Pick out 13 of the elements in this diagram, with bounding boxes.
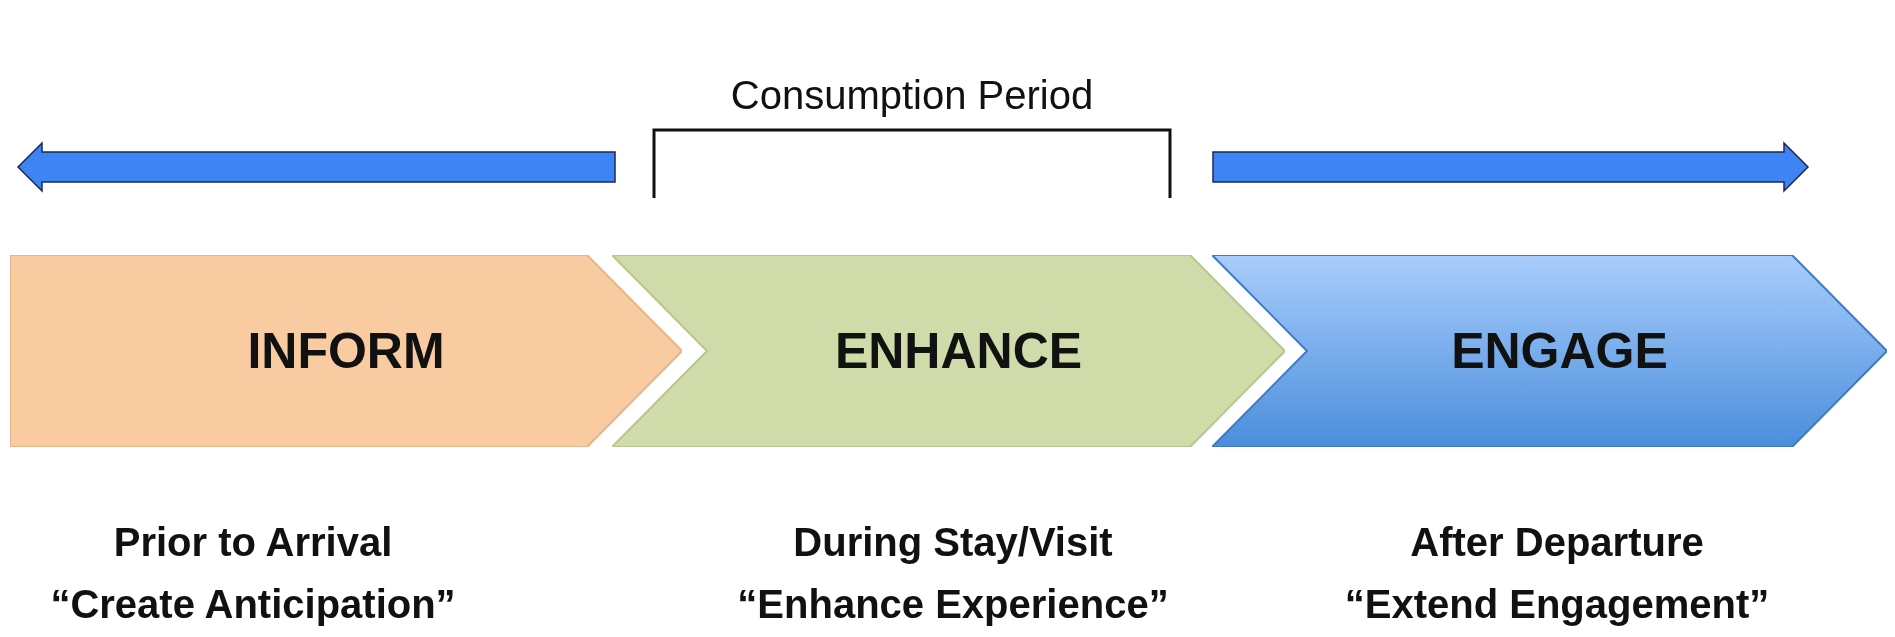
phase-quote: “Extend Engagement” bbox=[1343, 582, 1771, 627]
chevron-step bbox=[10, 255, 682, 447]
step-title: ENGAGE bbox=[1451, 322, 1668, 380]
phase-caption: During Stay/Visit bbox=[792, 520, 1114, 565]
bracket-label: Consumption Period bbox=[729, 72, 1095, 119]
phase-quote: “Enhance Experience” bbox=[736, 582, 1170, 627]
step-title: INFORM bbox=[247, 322, 445, 380]
phase-caption: Prior to Arrival bbox=[112, 520, 394, 565]
phase-quote: “Create Anticipation” bbox=[49, 582, 457, 627]
phase-caption: After Departure bbox=[1409, 520, 1705, 565]
step-title: ENHANCE bbox=[834, 322, 1083, 380]
chevron-step bbox=[1212, 255, 1887, 447]
chevron-step bbox=[612, 255, 1285, 447]
